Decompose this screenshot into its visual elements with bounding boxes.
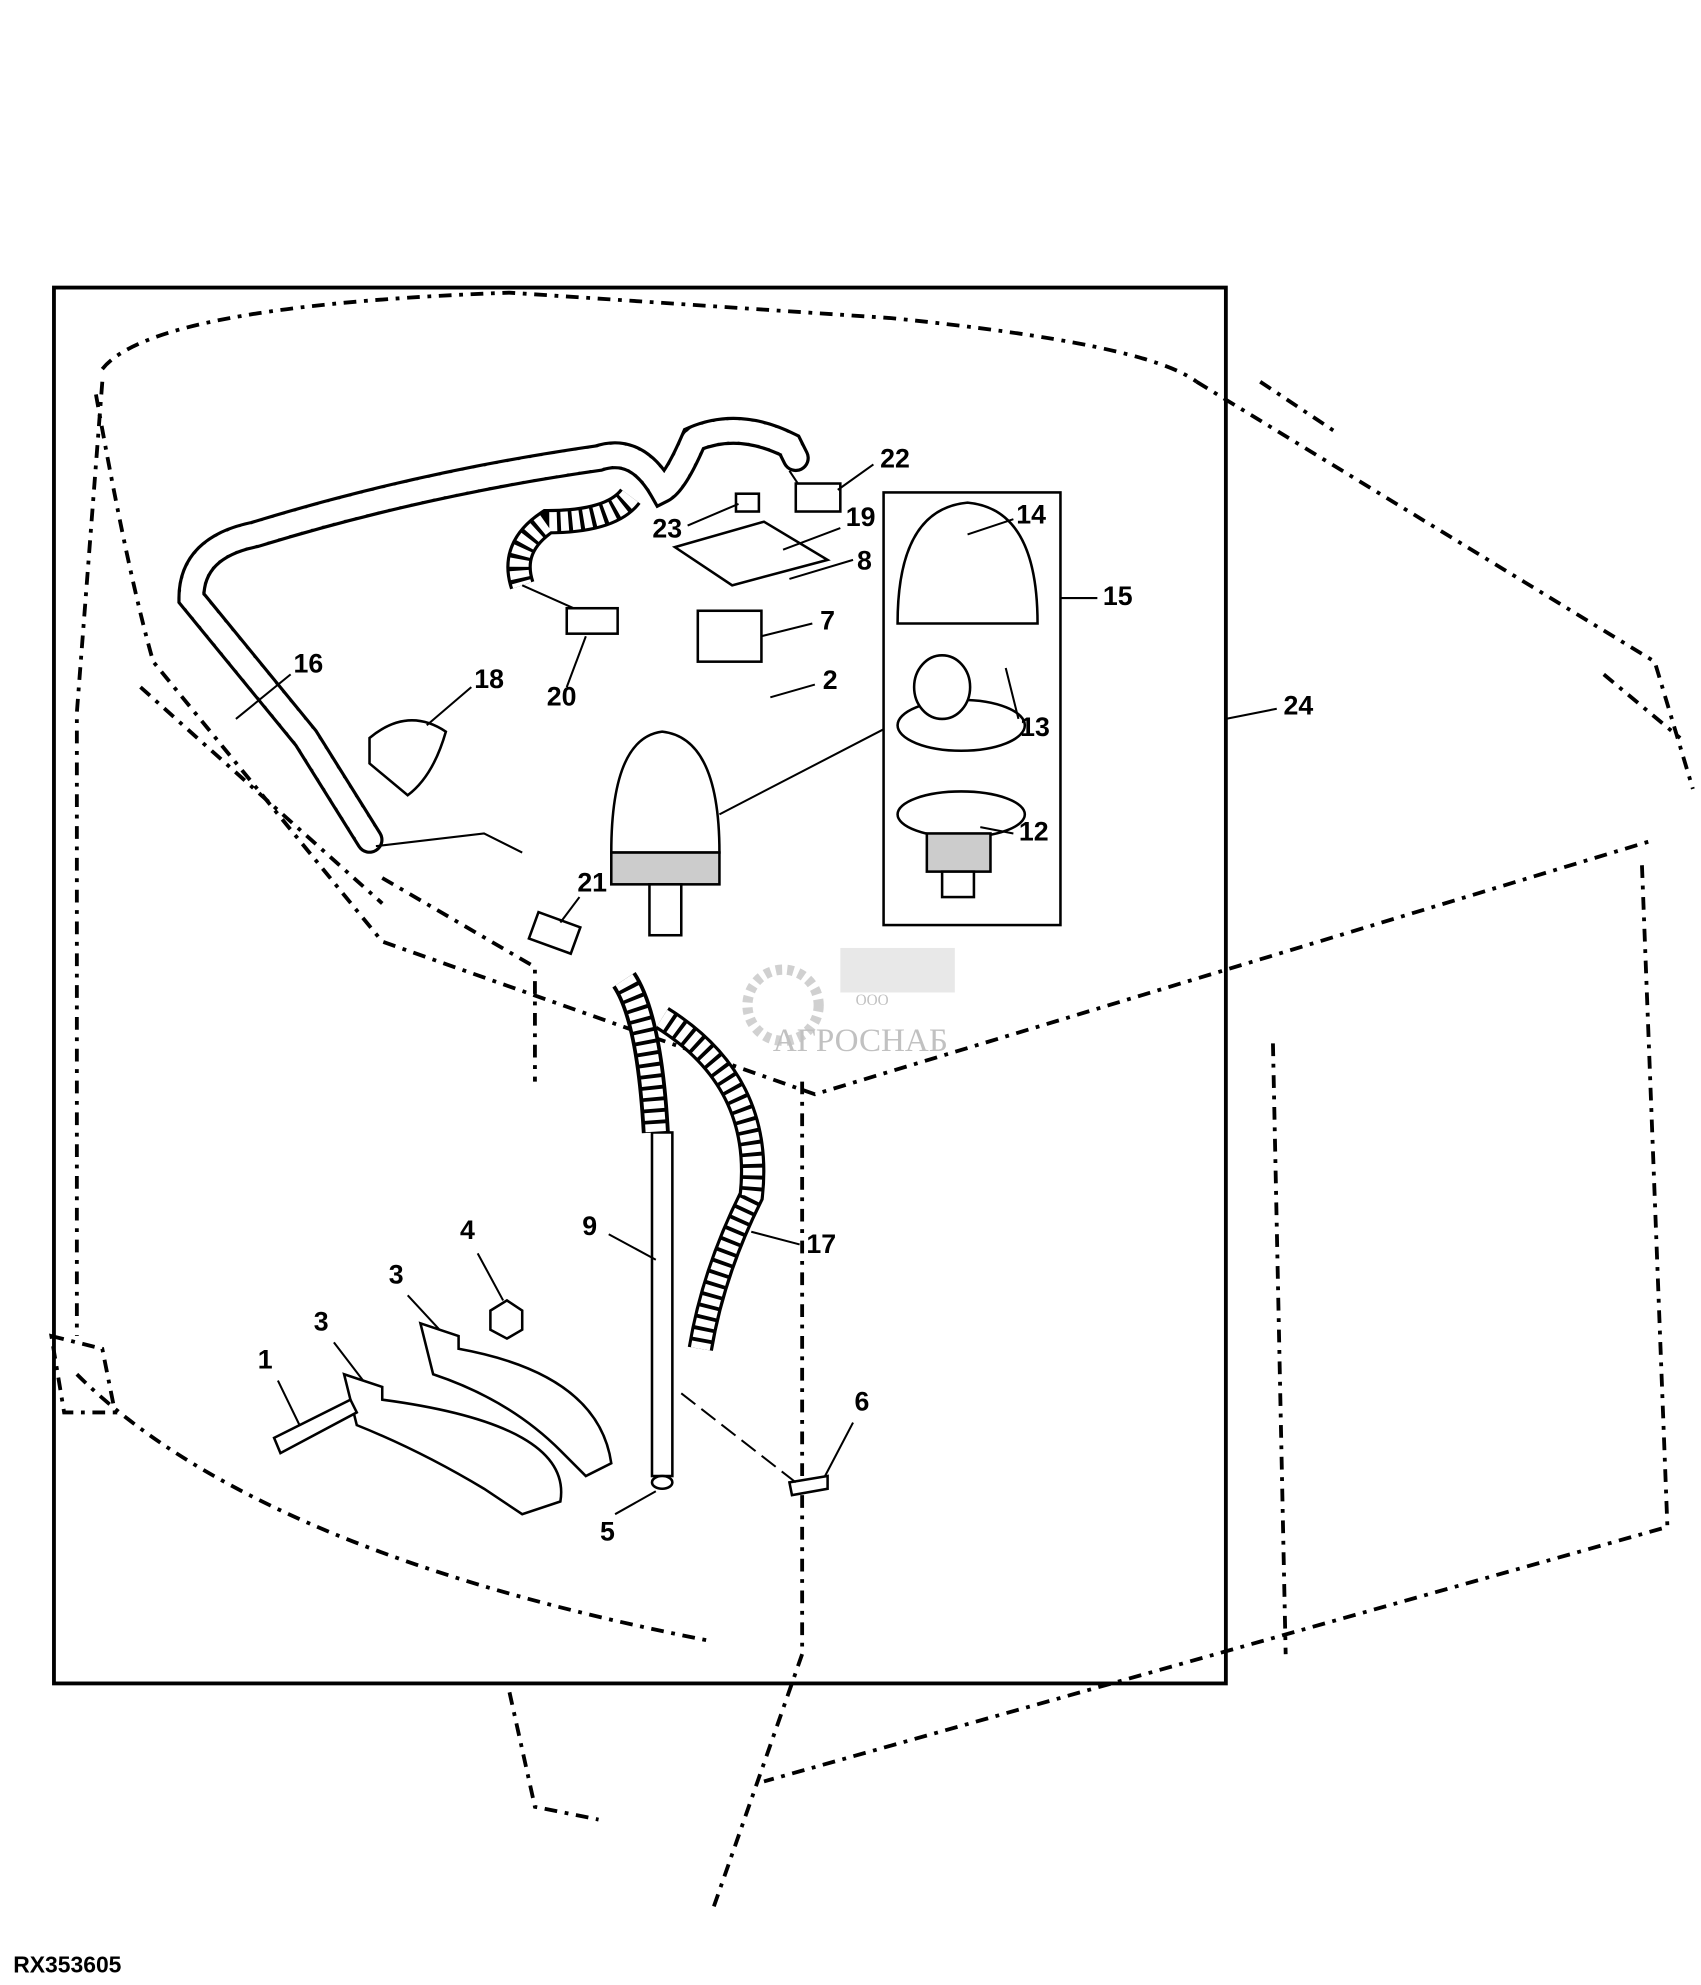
beacon-light: [610, 730, 721, 937]
callout-2: 2: [823, 665, 838, 695]
callout-6: 6: [855, 1387, 870, 1417]
mast-9: [650, 1131, 674, 1478]
callout-7: 7: [820, 605, 835, 635]
nut-4: [489, 1298, 524, 1341]
callout-16: 16: [294, 649, 324, 679]
callout-22: 22: [880, 444, 910, 474]
kit-frame: [52, 285, 1228, 1686]
screw-6: [787, 1474, 829, 1497]
callout-20: 20: [547, 682, 577, 712]
callout-21: 21: [577, 867, 607, 897]
leader-6-dashed: [680, 1392, 797, 1484]
callout-23: 23: [652, 514, 682, 544]
callout-9: 9: [582, 1211, 597, 1241]
leader-lines: [235, 463, 1277, 1516]
callout-8: 8: [857, 545, 872, 575]
callout-19: 19: [846, 502, 876, 532]
callout-3-upper: 3: [389, 1259, 404, 1289]
bolt-1: [272, 1397, 359, 1455]
callout-17: 17: [806, 1229, 836, 1259]
watermark-name: АГРОСНАБ: [773, 1023, 948, 1059]
watermark-prefix: ООО: [856, 992, 889, 1009]
bracket-3-lower: [342, 1372, 563, 1516]
callout-15: 15: [1103, 581, 1133, 611]
callout-13: 13: [1020, 712, 1050, 742]
plate-19: [671, 520, 831, 587]
watermark-logo: ООО АГРОСНАБ: [742, 947, 955, 1059]
leader-beacon: [718, 724, 892, 816]
callout-5: 5: [600, 1516, 615, 1546]
harness-16: [177, 416, 842, 854]
washer-5: [650, 1474, 674, 1491]
callout-12: 12: [1019, 817, 1049, 847]
switch-7: [696, 609, 763, 663]
callout-18: 18: [474, 664, 504, 694]
bracket-3-upper: [418, 1321, 613, 1478]
cab-outline: [49, 290, 1695, 1910]
callout-24: 24: [1284, 691, 1314, 721]
lens-14: [896, 501, 1039, 625]
base-12: [896, 790, 1027, 839]
clip-18: [368, 719, 448, 797]
callout-4: 4: [460, 1215, 475, 1245]
callout-1: 1: [258, 1345, 273, 1375]
callout-3-lower: 3: [314, 1306, 329, 1336]
callout-14: 14: [1016, 500, 1046, 530]
connector-21: [527, 910, 582, 956]
figure-code: RX353605: [13, 1951, 121, 1977]
